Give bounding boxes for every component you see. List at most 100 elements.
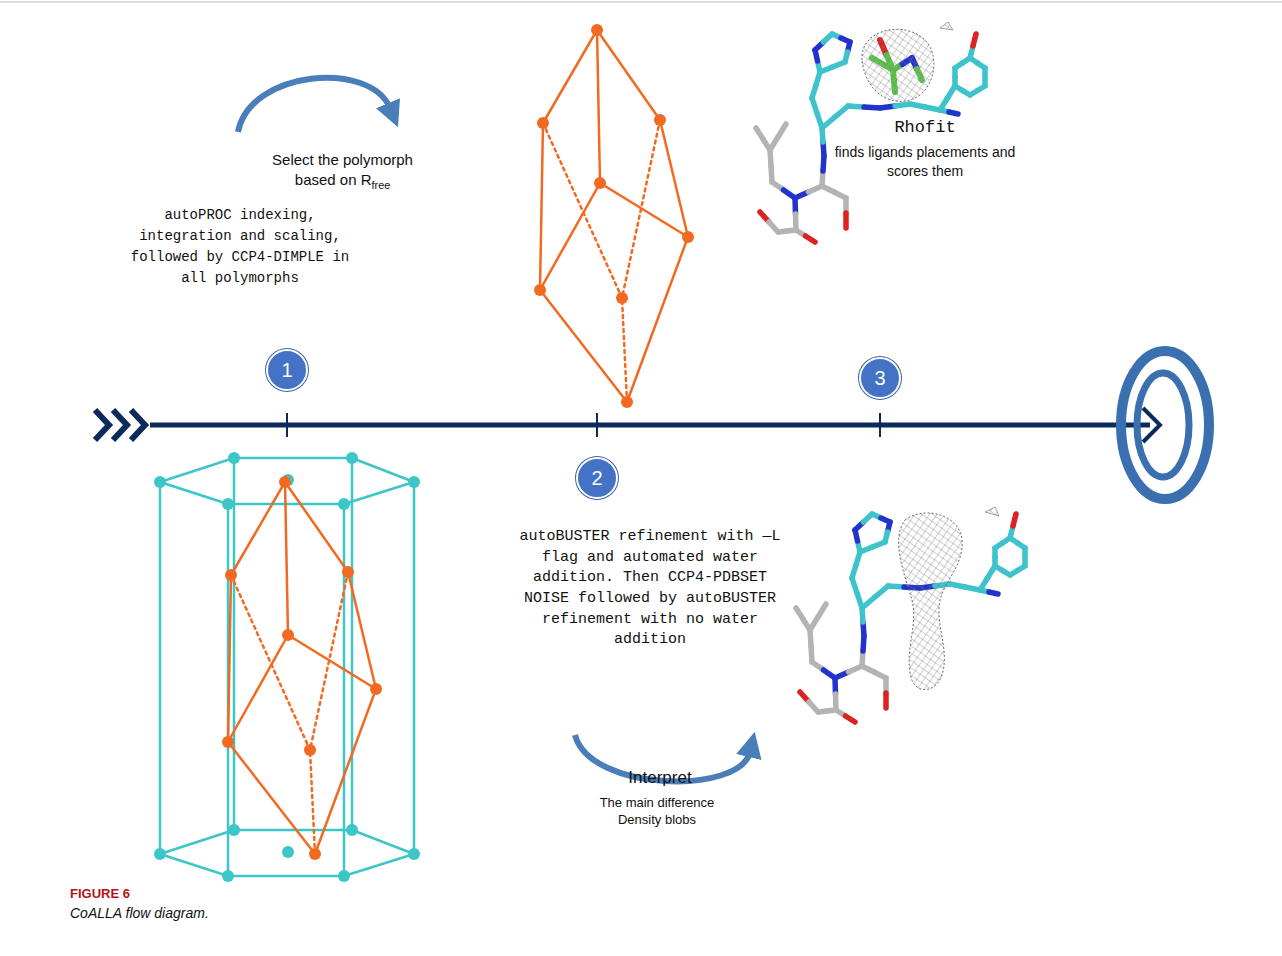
lattice-point <box>279 476 291 488</box>
timeline-chevron <box>95 410 109 440</box>
bond-stick <box>860 547 873 552</box>
density-mesh <box>985 507 999 516</box>
lattice-point <box>408 476 420 488</box>
step-circle: 2 <box>576 457 618 499</box>
lattice-edge <box>234 457 352 460</box>
timeline-arrowhead <box>1143 408 1160 442</box>
annotation-text: autoBUSTER refinement with —L flag and a… <box>519 528 780 648</box>
lattice-point <box>616 292 628 304</box>
lattice-edge <box>160 458 234 482</box>
lattice-point <box>537 117 549 129</box>
timeline <box>95 351 1209 499</box>
lattice-point <box>338 498 350 510</box>
annotation-text: The main difference Density blobs <box>600 795 715 827</box>
lattice-point <box>282 629 294 641</box>
bond-stick <box>827 710 836 711</box>
subscript-text: free <box>372 179 391 191</box>
annotation-block: autoPROC indexing, integration and scali… <box>128 205 352 289</box>
target-ring <box>1121 351 1209 499</box>
bond-stick <box>806 236 816 242</box>
lattice-edge <box>160 482 228 504</box>
lattice-edge <box>234 829 352 832</box>
lattice-point <box>222 870 234 882</box>
lattice-edge <box>343 504 346 876</box>
lattice-edge <box>228 742 315 854</box>
lattice-edge <box>540 123 543 290</box>
step-number: 1 <box>281 360 292 380</box>
lattice-point <box>282 846 294 858</box>
lattice-point <box>682 231 694 243</box>
bond-stick <box>883 693 889 708</box>
bond-stick <box>989 592 998 594</box>
lattice-point <box>370 683 382 695</box>
annotation-text: FIGURE 6 <box>70 886 130 901</box>
rhombohedral-lattice <box>222 476 382 860</box>
step-circle: 3 <box>859 357 901 399</box>
lattice-point <box>654 114 666 126</box>
annotation-block: The main difference Density blobs <box>582 795 732 829</box>
lattice-edge <box>597 30 600 183</box>
target-ring <box>1137 373 1189 477</box>
lattice-edge <box>540 183 600 290</box>
bond-stick <box>846 716 856 722</box>
lattice-edge <box>627 237 688 402</box>
lattice-point <box>225 569 237 581</box>
bond-stick <box>1013 514 1016 526</box>
lattice-edge <box>160 830 234 854</box>
lattice-edge <box>228 875 344 878</box>
bond-stick <box>949 112 958 114</box>
timeline-line <box>150 423 1150 428</box>
lattice-edge <box>352 830 414 854</box>
lattice-edge <box>159 482 162 854</box>
density-mesh <box>862 29 934 101</box>
figure-caption-block: CoALLA flow diagram. <box>70 905 470 921</box>
bond-stick <box>820 67 833 72</box>
lattice-edge <box>285 482 348 572</box>
bond-stick <box>995 566 1003 571</box>
lattice-edge <box>348 572 376 689</box>
annotation-text: finds ligands placements and scores them <box>835 144 1016 179</box>
annotation-block: Rhofit <box>830 118 1020 138</box>
lattice-edge <box>310 750 315 854</box>
lattice-point <box>621 396 633 408</box>
lattice-edge <box>351 458 354 830</box>
annotation-text: Interpret <box>628 768 691 787</box>
lattice-edge <box>344 854 414 876</box>
annotation-text: autoPROC indexing, integration and scali… <box>131 207 349 286</box>
annotation-text: Rhofit <box>894 118 955 137</box>
lattice-point <box>228 452 240 464</box>
lattice-edge <box>344 482 414 504</box>
lattice-point <box>222 736 234 748</box>
figure-caption: CoALLA flow diagram. <box>70 905 209 921</box>
lattice-edge <box>233 458 236 830</box>
lattice-edge <box>285 482 288 635</box>
annotation-block: finds ligands placements and scores them <box>830 143 1020 181</box>
timeline-tick <box>879 413 881 437</box>
density-mesh <box>940 22 953 30</box>
lattice-edge <box>597 30 660 120</box>
lattice-point <box>591 24 603 36</box>
lattice-edge <box>622 120 660 298</box>
lattice-point <box>408 848 420 860</box>
lattice-edge <box>160 854 228 876</box>
lattice-point <box>534 284 546 296</box>
lattice-point <box>228 824 240 836</box>
timeline-chevron <box>113 410 127 440</box>
protein-sticks <box>796 507 1025 722</box>
density-mesh <box>899 513 963 690</box>
lattice-edge <box>231 482 285 575</box>
annotation-block: Select the polymorph based on Rfree <box>250 150 435 192</box>
lattice-edge <box>231 575 310 750</box>
lattice-point <box>154 848 166 860</box>
lattice-point <box>309 848 321 860</box>
lattice-edge <box>660 120 688 237</box>
lattice-edge <box>352 458 414 482</box>
hexagonal-lattice <box>154 452 420 882</box>
curved-arrow <box>238 78 390 132</box>
timeline-tick <box>286 413 288 437</box>
bond-stick <box>843 213 849 228</box>
annotation-block: FIGURE 6 <box>70 886 370 902</box>
annotation-block: autoBUSTER refinement with —L flag and a… <box>513 527 787 651</box>
rhombohedral-lattice <box>534 24 694 408</box>
